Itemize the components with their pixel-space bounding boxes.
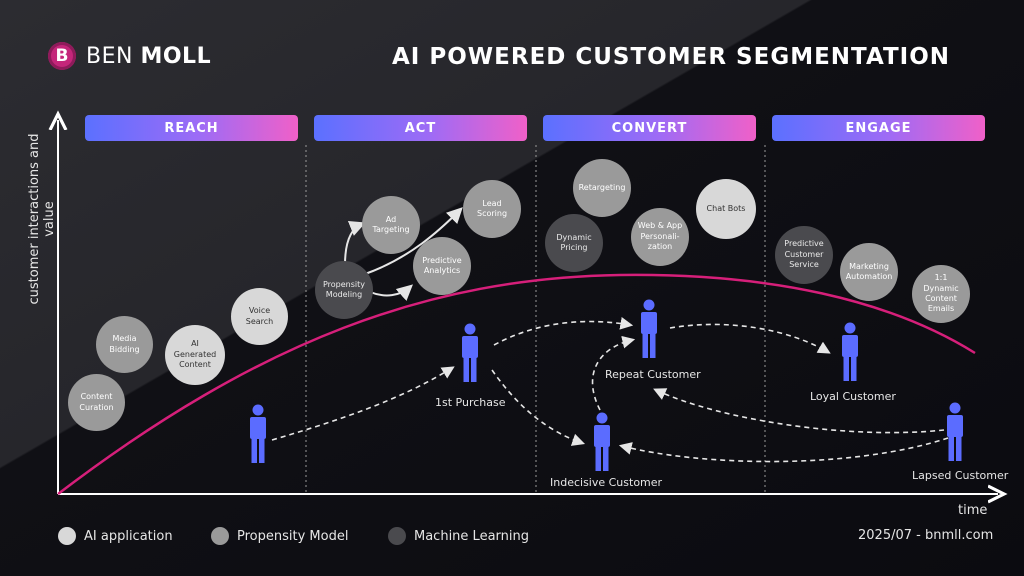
brand-first: BEN: [86, 43, 133, 69]
bubble-lead-scoring: Lead Scoring: [463, 180, 521, 238]
stage-convert: CONVERT: [543, 115, 756, 141]
person-indecisive-customer: [594, 412, 610, 471]
legend-machine-learning: Machine Learning: [388, 527, 529, 545]
x-axis-label: time: [958, 503, 988, 518]
bubble-dynamic-content-emails: 1:1 Dynamic Content Emails: [912, 265, 970, 323]
bubble-web-app-personalization: Web & App Personali-zation: [631, 208, 689, 266]
flow-indecisive-to-repeat: [591, 335, 636, 411]
page-title: AI POWERED CUSTOMER SEGMENTATION: [392, 44, 951, 70]
flow-lapsed-to-indecisive: [618, 437, 949, 463]
arrow-prop-to-ad: [344, 221, 366, 266]
legend-ai-application: AI application: [58, 527, 173, 545]
footer-credit: 2025/07 - bnmll.com: [858, 528, 994, 543]
legend-dot-ai: [58, 527, 76, 545]
arrow-prop-to-predictive: [369, 284, 413, 301]
bubble-chat-bots: Chat Bots: [696, 179, 756, 239]
bubble-marketing-automation: Marketing Automation: [840, 243, 898, 301]
stage-engage: ENGAGE: [772, 115, 985, 141]
bubble-ad-targeting: Ad Targeting: [362, 196, 420, 254]
label-repeat-customer: Repeat Customer: [605, 368, 701, 381]
person-new-customer: [250, 404, 266, 463]
bubble-predictive-customer-service: Predictive Customer Service: [775, 226, 833, 284]
y-axis-label: customer interactions and value: [27, 133, 57, 305]
legend-propensity-model: Propensity Model: [211, 527, 348, 545]
person-loyal-customer: [842, 322, 858, 381]
brand-logo: B BEN MOLL: [48, 42, 211, 70]
brand-last: MOLL: [140, 43, 212, 69]
brand-name: BEN MOLL: [86, 44, 211, 69]
bubble-dynamic-pricing: Dynamic Pricing: [545, 214, 603, 272]
legend-dot-propensity: [211, 527, 229, 545]
bubble-retargeting: Retargeting: [573, 159, 631, 217]
stage-act: ACT: [314, 115, 527, 141]
legend-label-ai: AI application: [84, 528, 173, 544]
flow-first-to-indecisive: [491, 369, 586, 446]
person-lapsed-customer: [947, 402, 963, 461]
bubble-predictive-analytics: Predictive Analytics: [413, 237, 471, 295]
flow-repeat-to-loyal: [669, 323, 831, 354]
flow-new-to-first: [271, 366, 455, 441]
bubble-media-bidding: Media Bidding: [96, 316, 153, 373]
bubble-ai-generated-content: AI Generated Content: [165, 325, 225, 385]
person-first-purchase: [462, 323, 478, 382]
legend-label-ml: Machine Learning: [414, 528, 529, 544]
label-indecisive-customer: Indecisive Customer: [550, 476, 663, 489]
legend-dot-ml: [388, 527, 406, 545]
stage-reach: REACH: [85, 115, 298, 141]
value-curve: [57, 273, 976, 495]
label-loyal-customer: Loyal Customer: [810, 390, 896, 403]
brand-mark: B: [48, 42, 76, 70]
person-repeat-customer: [641, 299, 657, 358]
flow-lapsed-to-repeat: [653, 388, 945, 434]
bubble-content-curation: Content Curation: [68, 374, 125, 431]
flow-first-to-repeat: [493, 317, 634, 346]
bubble-propensity-modeling: Propensity Modeling: [315, 261, 373, 319]
bubble-voice-search: Voice Search: [231, 288, 288, 345]
label-first-purchase: 1st Purchase: [435, 396, 506, 409]
label-lapsed-customer: Lapsed Customer: [912, 469, 1009, 482]
legend-label-propensity: Propensity Model: [237, 528, 349, 544]
